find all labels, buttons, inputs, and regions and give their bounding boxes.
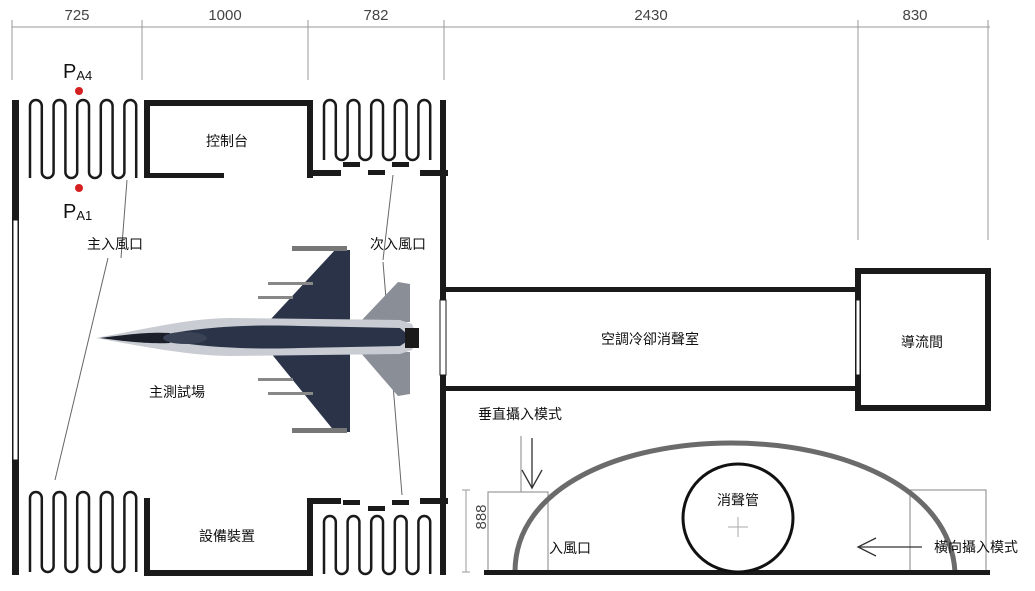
dimension-line: 725 1000 782 2430 830 <box>11 7 990 240</box>
dim-label: 725 <box>64 7 89 24</box>
point-pa4-label: PA4 <box>63 61 92 83</box>
control-desk-label: 控制台 <box>206 134 248 150</box>
diversion-room-label: 導流間 <box>901 335 943 351</box>
left-arrow-icon <box>856 537 922 557</box>
muffler-pipe-label: 消聲管 <box>717 492 759 509</box>
dim-label: 830 <box>902 7 927 24</box>
room-labels: 控制台 主入風口 次入風口 主測試場 設備裝置 空調冷卻消聲室 導流間 <box>87 134 943 545</box>
main-test-area-label: 主測試場 <box>149 385 205 401</box>
measurement-points: PA4 PA1 <box>63 61 92 223</box>
coil-bank <box>28 490 138 574</box>
jet-aircraft-icon <box>96 246 419 433</box>
equipment-label: 設備裝置 <box>199 529 255 545</box>
muffler-section: 888 消聲管 入風口 垂直攝入模式 橫向攝入模式 <box>462 406 1018 575</box>
cooling-muffler-room-label: 空調冷卻消聲室 <box>601 331 699 348</box>
inlet-label: 入風口 <box>549 541 591 557</box>
dim-label: 1000 <box>208 7 241 24</box>
vertical-mode-label: 垂直攝入模式 <box>478 406 562 423</box>
secondary-inlet-label: 次入風口 <box>370 237 426 253</box>
coil-bank <box>28 98 138 180</box>
height-dim-label: 888 <box>473 504 490 529</box>
down-arrow-icon <box>521 438 543 490</box>
main-inlet-label: 主入風口 <box>87 237 143 253</box>
point-pa1-marker <box>75 184 83 192</box>
horizontal-mode-label: 橫向攝入模式 <box>934 540 1018 556</box>
point-pa4-marker <box>75 87 83 95</box>
walls <box>12 100 991 576</box>
coil-bank <box>322 514 432 576</box>
point-pa1-label: PA1 <box>63 201 92 223</box>
dim-label: 2430 <box>634 7 667 24</box>
inlet-coils <box>28 98 432 576</box>
dim-label: 782 <box>363 7 388 24</box>
coil-bank <box>322 98 432 162</box>
